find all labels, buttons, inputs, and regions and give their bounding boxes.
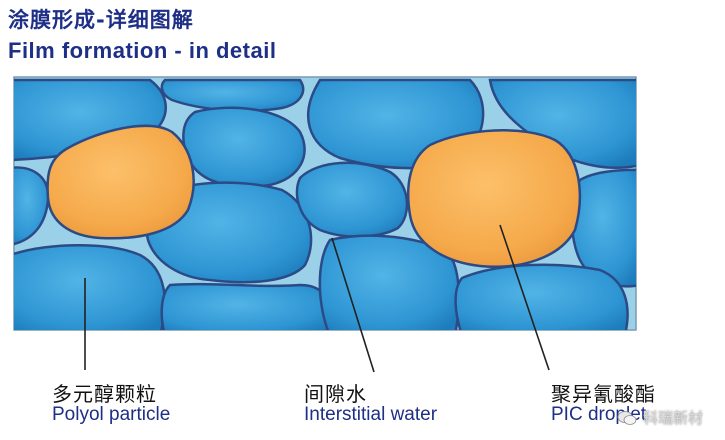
wechat-icon bbox=[617, 410, 637, 426]
water-label-en: Interstitial water bbox=[304, 404, 437, 426]
polyol-particle bbox=[10, 245, 165, 335]
polyol-particle bbox=[456, 265, 628, 335]
polyol-particle bbox=[183, 108, 304, 187]
polyol-particle bbox=[162, 284, 330, 335]
polyol-label-en: Polyol particle bbox=[52, 404, 170, 426]
polyol-particle bbox=[297, 163, 407, 237]
watermark: 科瑞新材 bbox=[617, 407, 703, 428]
water-label-cn: 间隙水 bbox=[304, 378, 367, 407]
watermark-text: 科瑞新材 bbox=[643, 407, 703, 428]
pic-droplet bbox=[408, 130, 580, 266]
pic-label-cn: 聚异氰酸酯 bbox=[551, 378, 656, 407]
polyol-label-cn: 多元醇颗粒 bbox=[52, 378, 157, 407]
